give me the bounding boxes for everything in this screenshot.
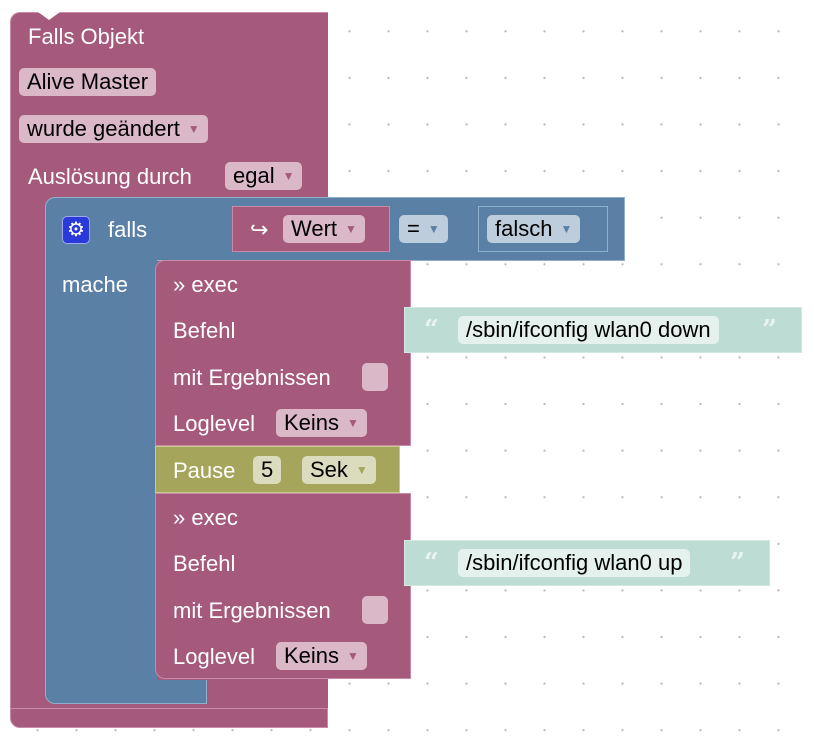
chevron-down-icon: ▼ [187, 122, 200, 137]
pause-value-input[interactable]: 5 [253, 456, 282, 484]
operator-dropdown[interactable]: =▼ [399, 215, 448, 243]
loglevel-text: Keins [284, 643, 340, 668]
trigger-source-label: Auslösung durch [28, 164, 192, 189]
command-input[interactable]: /sbin/ifconfig wlan0 down [458, 316, 719, 344]
open-quote-icon: “ [424, 548, 439, 578]
gear-icon[interactable]: ⚙ [62, 216, 90, 244]
trigger-title: Falls Objekt [28, 24, 145, 49]
boolean-text: falsch [495, 216, 553, 241]
command-label: Befehl [173, 318, 236, 343]
exec-title: » exec [173, 272, 238, 297]
operator-text: = [407, 216, 420, 241]
loglevel-dropdown[interactable]: Keins ▼ [276, 642, 367, 670]
loglevel-text: Keins [284, 410, 340, 435]
pause-unit-text: Sek [310, 457, 348, 482]
boolean-dropdown[interactable]: falsch ▼ [487, 215, 581, 243]
chevron-down-icon: ▼ [355, 463, 368, 478]
close-quote-icon: ” [762, 315, 777, 345]
if-label: falls [108, 217, 148, 242]
block-notch [38, 12, 60, 20]
condition-text: wurde geändert [27, 116, 180, 141]
return-arrow-icon: ↪ [250, 217, 269, 242]
results-checkbox[interactable] [362, 363, 388, 391]
command-input[interactable]: /sbin/ifconfig wlan0 up [458, 549, 691, 577]
condition-dropdown[interactable]: wurde geändert ▼ [19, 115, 208, 143]
trigger-source-text: egal [233, 163, 275, 188]
chevron-down-icon: ▼ [345, 222, 357, 237]
command-label: Befehl [173, 551, 236, 576]
results-label: mit Ergebnissen [173, 598, 331, 623]
pause-value-text: 5 [261, 457, 274, 482]
chevron-down-icon: ▼ [427, 222, 440, 237]
if-block-bottom [45, 680, 207, 704]
trigger-source-dropdown[interactable]: egal ▼ [225, 162, 303, 190]
chevron-down-icon: ▼ [347, 416, 359, 431]
value-text: Wert [291, 216, 338, 241]
value-dropdown[interactable]: Wert ▼ [283, 215, 365, 243]
open-quote-icon: “ [424, 315, 439, 345]
results-checkbox[interactable] [362, 596, 388, 624]
chevron-down-icon: ▼ [560, 222, 573, 237]
object-name-field[interactable]: Alive Master [19, 68, 157, 96]
exec-title: » exec [173, 505, 238, 530]
loglevel-label: Loglevel [173, 411, 255, 436]
chevron-down-icon: ▼ [347, 649, 359, 664]
command-text: /sbin/ifconfig wlan0 up [466, 550, 683, 575]
object-name-text: Alive Master [27, 69, 149, 94]
chevron-down-icon: ▼ [282, 169, 295, 184]
if-block-body [45, 258, 157, 692]
trigger-block-bottom-bar [10, 708, 328, 728]
loglevel-label: Loglevel [173, 644, 255, 669]
pause-unit-dropdown[interactable]: Sek ▼ [302, 456, 376, 484]
command-text: /sbin/ifconfig wlan0 down [466, 317, 711, 342]
pause-label: Pause [173, 458, 236, 483]
loglevel-dropdown[interactable]: Keins ▼ [276, 409, 367, 437]
close-quote-icon: ” [730, 548, 745, 578]
results-label: mit Ergebnissen [173, 365, 331, 390]
do-label: mache [62, 272, 129, 297]
